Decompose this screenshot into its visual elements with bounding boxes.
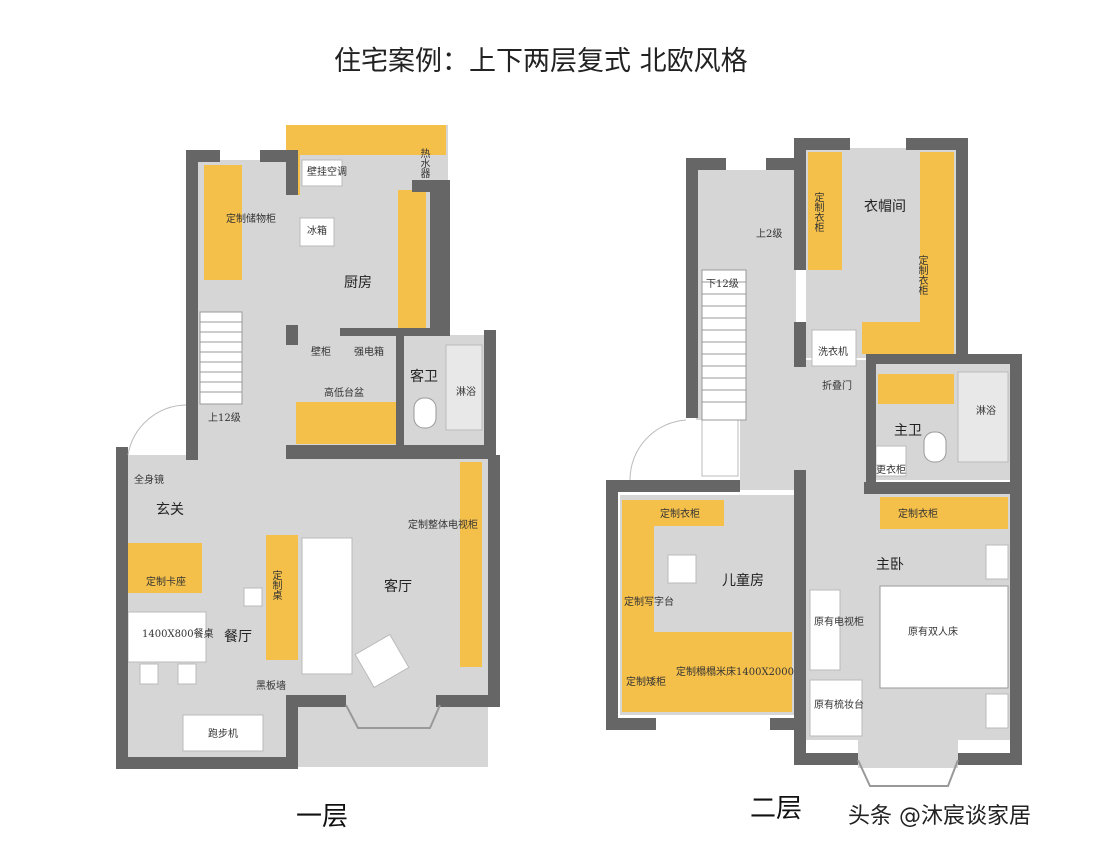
page-title: 住宅案例：上下两层复式 北欧风格 [334,46,748,77]
f2-label-kids-room: 儿童房 [722,573,764,589]
f2-label-bed-master: 原有双人床 [908,627,958,638]
floor1-caption: 一层 [296,802,349,832]
f1-label-tv-cabinet: 定制整体电视柜 [408,520,478,531]
f1-label-heater: 热水器 [418,148,429,178]
f2-double-bed [879,585,1009,689]
f1-label-table: 1400X800餐桌 [142,629,214,640]
f1-basin-counter [296,402,396,444]
f1-label-living: 客厅 [384,579,412,595]
f1-walls [116,150,500,769]
f1-ac-unit [301,159,343,187]
f2-label-master-bath: 主卫 [894,423,922,439]
f2-dresser [809,679,863,737]
f2-tv-stand [809,589,841,671]
f1-label-guest-bath: 客卫 [410,369,438,385]
f1-label-foyer: 玄关 [156,502,184,518]
floor1-plan [116,125,500,769]
f2-door-arc [629,419,687,481]
f2-label-low-cabinet: 定制矮柜 [626,677,666,688]
f2-bay-window [857,759,959,787]
f1-label-kitchen: 厨房 [344,275,372,291]
f1-floor-bay [346,700,438,730]
floor2-plan [606,138,1022,787]
f2-nightstand-2 [985,693,1009,729]
f1-entry-door-arc [127,404,187,456]
f2-folding-door-box [701,419,739,477]
f2-toilet [923,431,947,463]
f1-dining-table [127,611,207,663]
f1-toilet [413,397,437,429]
f1-label-power-box: 强电箱 [354,347,384,358]
f1-label-mirror: 全身镜 [134,475,164,486]
f2-label-washer: 洗衣机 [818,347,848,358]
f2-label-up2: 上2级 [756,229,783,240]
f2-low-cabinet [622,632,658,712]
f2-label-wardrobe-right: 定制衣柜 [916,255,927,295]
f1-bench [128,543,202,593]
f1-label-basin: 高低台盆 [324,388,364,399]
f1-shower-area [445,344,483,431]
f2-label-kid-wardrobe: 定制衣柜 [660,509,700,520]
f1-chair-2 [177,663,197,685]
f1-label-shower: 淋浴 [456,387,476,398]
f2-kid-chair [667,554,697,584]
f2-label-master-wardrobe: 定制衣柜 [898,509,938,520]
f2-small-wardrobe [875,445,907,477]
f2-label-bed-kid: 定制榻榻米床1400X2000 [676,667,795,678]
f1-label-stairs-up: 上12级 [208,413,241,424]
f2-wardrobe-left [808,152,842,270]
f2-label-small-wardrobe: 更衣柜 [876,465,906,476]
f1-stairs [199,311,243,405]
f2-master-wardrobe [880,497,1008,529]
f1-label-ac: 壁挂空调 [307,167,347,178]
f1-chair-1 [139,663,159,685]
f2-kid-bed [658,632,792,712]
f2-floor-corridor [740,360,870,490]
f1-label-storage: 定制储物柜 [226,214,276,225]
f2-bath-counter [878,374,954,404]
floor2-caption: 二层 [750,794,803,824]
f2-wardrobe-bottom [862,322,954,354]
f2-walls [606,138,1022,765]
f2-washer [811,329,857,367]
f1-kitchen-right-counter [398,190,426,330]
f1-label-blackboard: 黑板墙 [256,681,286,692]
f2-label-cloakroom: 衣帽间 [864,199,906,215]
f2-floor-bay [858,738,958,768]
f2-label-shower: 淋浴 [976,406,996,417]
f1-label-treadmill: 跑步机 [208,729,238,740]
f1-label-custom-table: 定制桌 [270,570,281,600]
f2-label-master: 主卧 [876,557,904,573]
f2-kid-wardrobe [654,500,724,526]
f1-storage-cabinet [204,165,242,280]
f1-sofa [301,537,353,675]
f2-nightstand-1 [985,544,1009,580]
watermark: 头条 @沐宸谈家居 [848,804,1031,829]
f2-desk [622,500,654,632]
f1-armchair [354,633,410,689]
f1-bay-window [345,704,441,729]
f1-kitchen-top-counter [286,125,446,155]
f2-label-down12: 下12级 [706,279,739,290]
f2-shower-area [957,371,1009,463]
f2-label-tv: 原有电视柜 [814,617,864,628]
f1-label-dining: 餐厅 [224,629,252,645]
f1-label-fridge: 冰箱 [307,226,327,237]
f1-tv-cabinet [460,462,482,667]
f2-label-desk: 定制写字台 [624,597,674,608]
f1-treadmill [182,714,264,752]
f1-label-wall-cabinet: 壁柜 [311,347,331,358]
f2-stairs [701,269,747,421]
f1-fridge [299,217,335,247]
f2-label-dresser: 原有梳妆台 [814,700,864,711]
f2-label-wardrobe-left: 定制衣柜 [812,192,823,232]
f2-label-folding-door: 折叠门 [822,381,852,392]
f1-stool [243,587,263,607]
f1-label-bench: 定制卡座 [146,577,186,588]
f1-custom-table [266,535,298,660]
f2-wardrobe-right [920,152,954,354]
